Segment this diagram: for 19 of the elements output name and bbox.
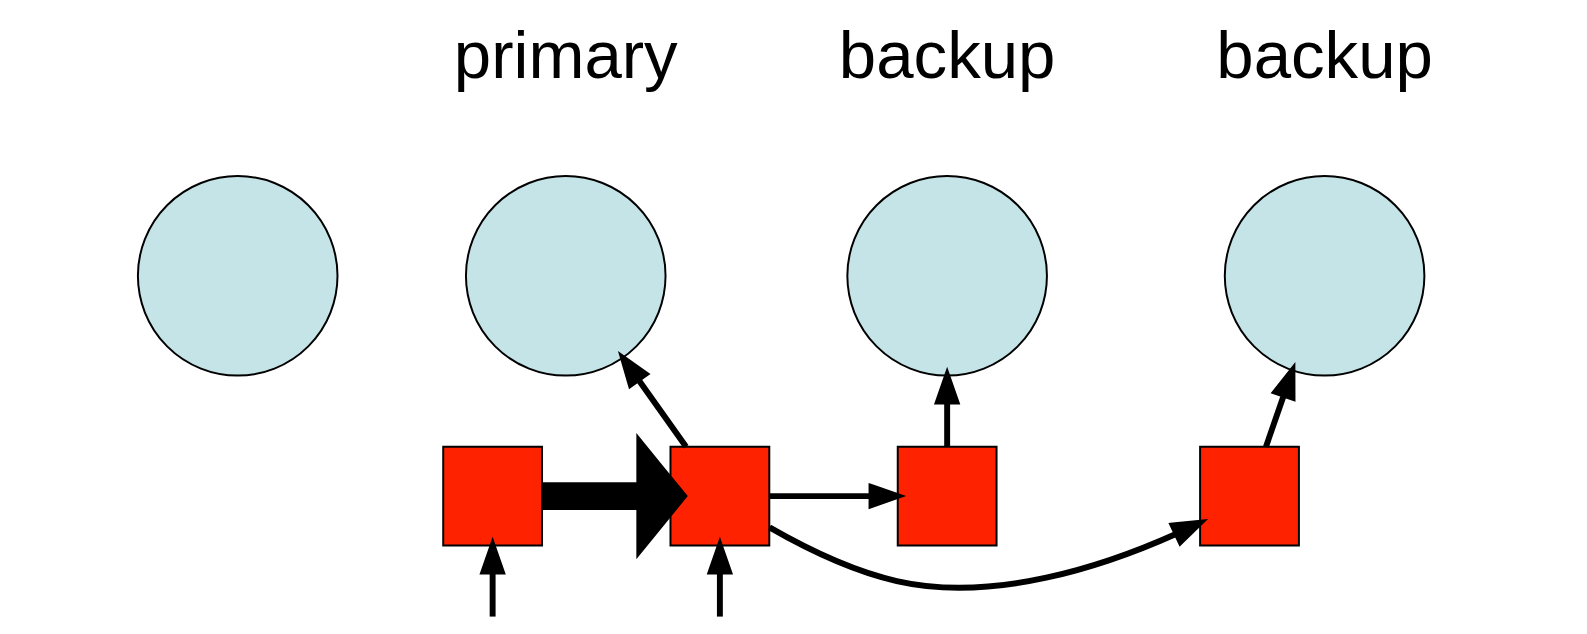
arrow	[542, 433, 688, 560]
node-circle	[136, 175, 339, 377]
arrow	[479, 536, 506, 617]
arrow	[617, 351, 689, 449]
node-box	[669, 445, 771, 547]
arrow	[934, 366, 961, 447]
arrow	[706, 536, 734, 617]
node-circle	[464, 175, 667, 377]
arrow	[769, 482, 907, 510]
node-circle	[846, 175, 1048, 377]
node-box	[896, 445, 998, 547]
arrow	[1263, 362, 1296, 448]
node-box	[1199, 445, 1300, 547]
node-box	[442, 445, 543, 547]
arrow	[768, 518, 1209, 591]
node-label: backup	[838, 16, 1056, 92]
node-label: backup	[1216, 16, 1433, 92]
node-circle	[1223, 175, 1426, 377]
node-label: primary	[453, 16, 678, 92]
